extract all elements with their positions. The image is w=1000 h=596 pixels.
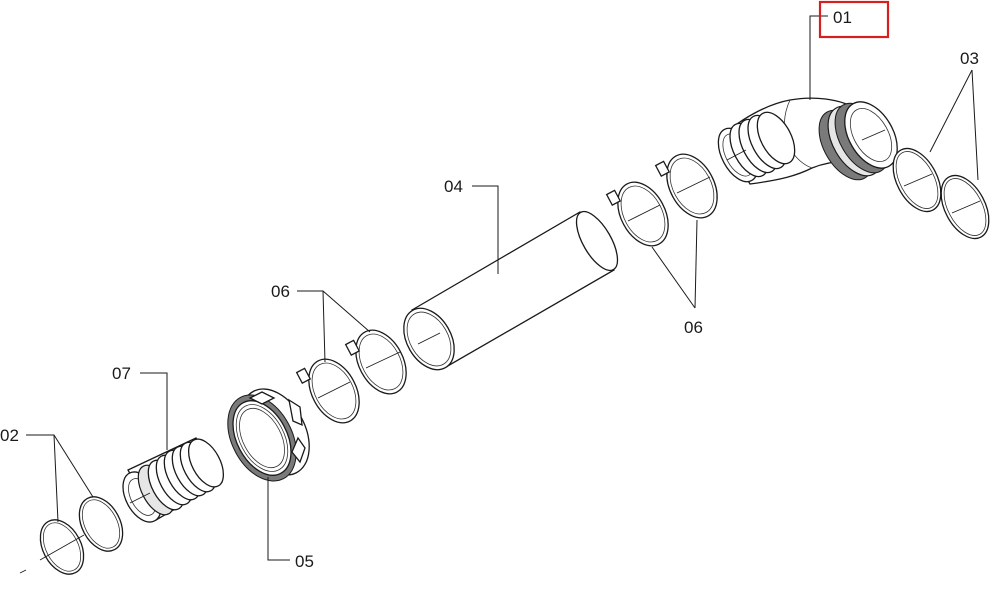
callout-01[interactable]: 01 bbox=[833, 8, 852, 27]
part-04-straight-pipe[interactable] bbox=[393, 205, 625, 378]
part-06-hose-clamps-right[interactable] bbox=[605, 146, 728, 255]
axis-line bbox=[39, 534, 85, 561]
axis-line bbox=[19, 569, 27, 574]
part-01-elbow[interactable] bbox=[710, 93, 908, 189]
clamp-06-left-front bbox=[295, 358, 360, 424]
clamp-06-left-back bbox=[344, 329, 407, 395]
leader-lines bbox=[26, 15, 979, 561]
callout-05[interactable]: 05 bbox=[295, 552, 314, 571]
callout-06-right[interactable]: 06 bbox=[684, 318, 703, 337]
o-ring-02-back bbox=[78, 496, 124, 552]
callout-labels: 01 03 04 06 06 07 02 05 bbox=[0, 8, 979, 571]
elbow-corrugation-left bbox=[717, 111, 796, 183]
callout-04[interactable]: 04 bbox=[444, 177, 463, 196]
part-05-threaded-nut[interactable] bbox=[214, 377, 323, 492]
part-02-o-rings[interactable] bbox=[19, 489, 131, 581]
part-03-o-rings[interactable] bbox=[883, 141, 998, 247]
elbow-threaded-end bbox=[818, 101, 898, 181]
callout-02[interactable]: 02 bbox=[0, 426, 19, 445]
part-06-hose-clamps-left[interactable] bbox=[295, 322, 417, 432]
callout-06-left[interactable]: 06 bbox=[271, 282, 290, 301]
callout-03[interactable]: 03 bbox=[960, 49, 979, 68]
corrugation-rings bbox=[122, 438, 225, 523]
part-07-corrugated-adapter[interactable] bbox=[115, 433, 230, 528]
selected-callout-highlight bbox=[818, 0, 890, 39]
callout-07[interactable]: 07 bbox=[112, 364, 131, 383]
